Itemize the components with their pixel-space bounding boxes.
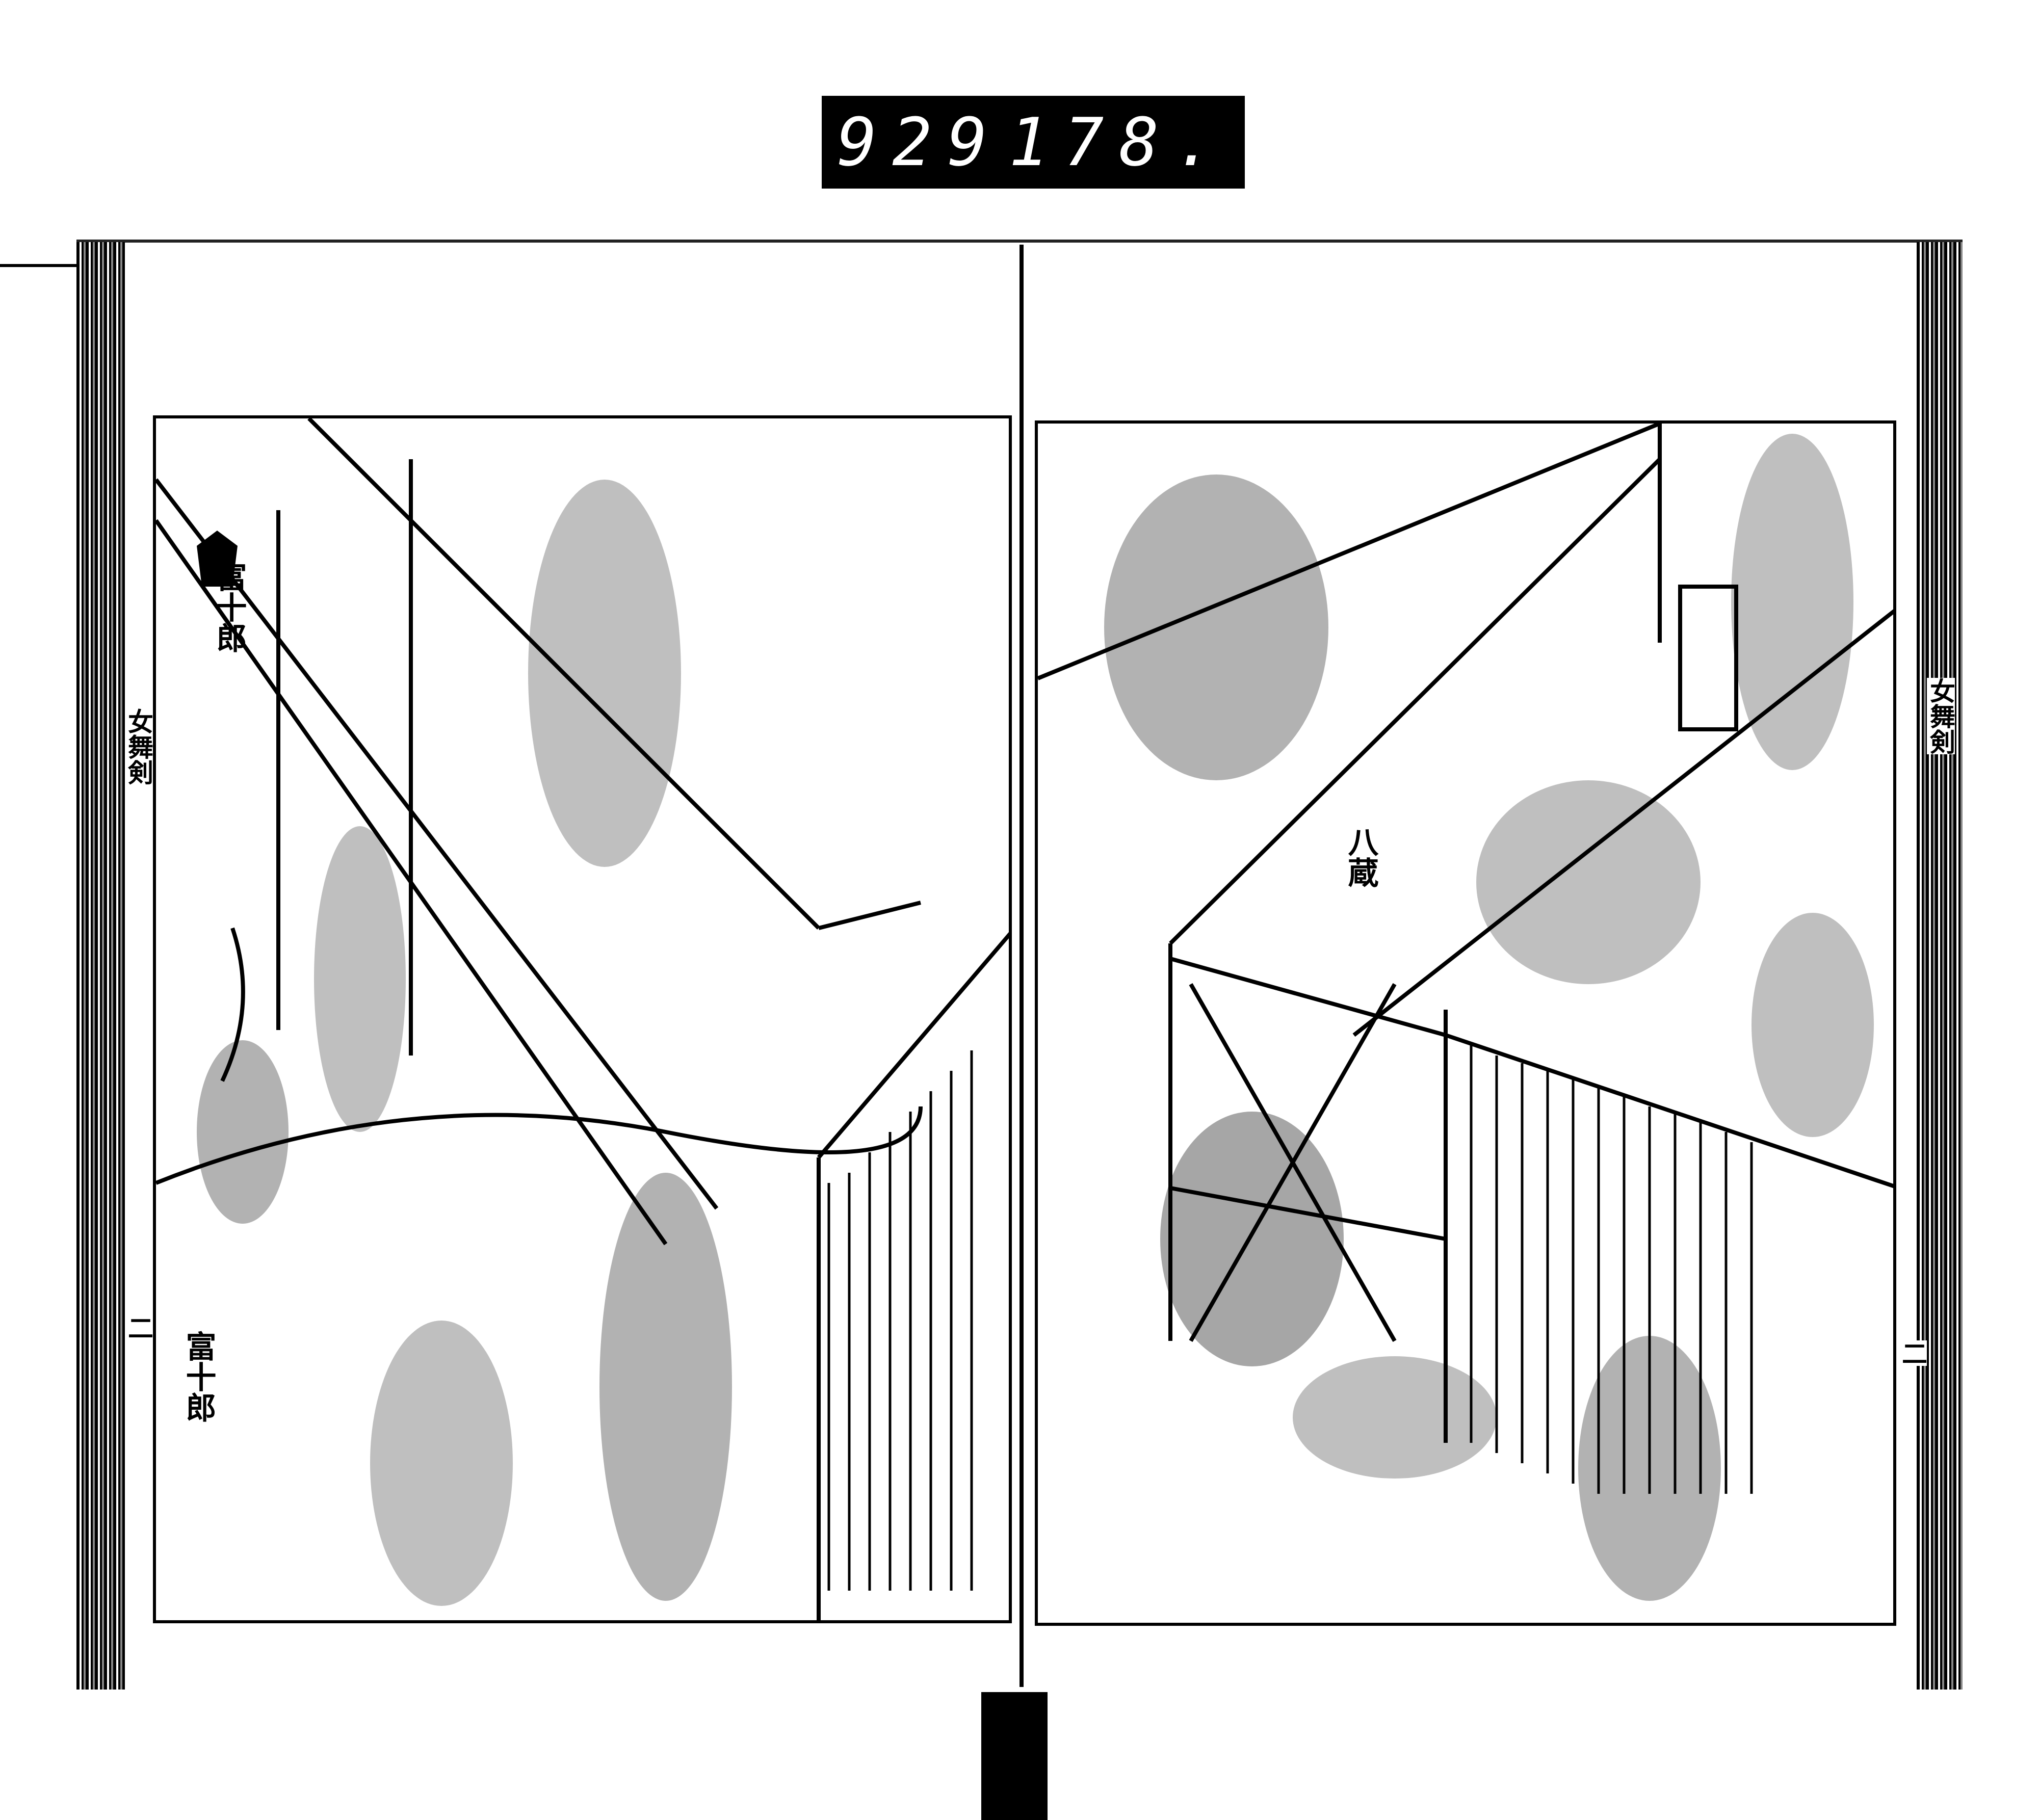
left-woodblock-drawing — [156, 418, 1009, 1620]
volume-number: 929 — [837, 103, 1003, 181]
book-spine-line — [1020, 245, 1024, 1687]
book-spine-binding — [981, 1692, 1048, 1820]
right-page-edge — [1917, 242, 1963, 1690]
left-folio: 二 — [124, 1315, 154, 1340]
left-margin-title: 女舞剣 — [124, 708, 154, 785]
page-number: 178. — [1008, 103, 1230, 181]
right-caption: 八蔵 — [1343, 826, 1378, 887]
left-sign-caption: 富十郎 — [211, 561, 247, 653]
open-book — [76, 240, 1963, 1690]
archive-number-label: 929 178. — [822, 96, 1245, 189]
right-margin-title: 女舞剣 — [1926, 678, 1956, 754]
scan-edge-line — [0, 264, 76, 267]
left-bottom-caption: 富十郎 — [180, 1331, 216, 1422]
right-folio: 二 — [1898, 1340, 1928, 1366]
left-page-edge — [76, 242, 125, 1690]
right-illustration: 八蔵 — [1035, 420, 1896, 1626]
left-illustration: 富十郎 富十郎 — [153, 415, 1012, 1623]
right-woodblock-drawing — [1038, 424, 1893, 1601]
